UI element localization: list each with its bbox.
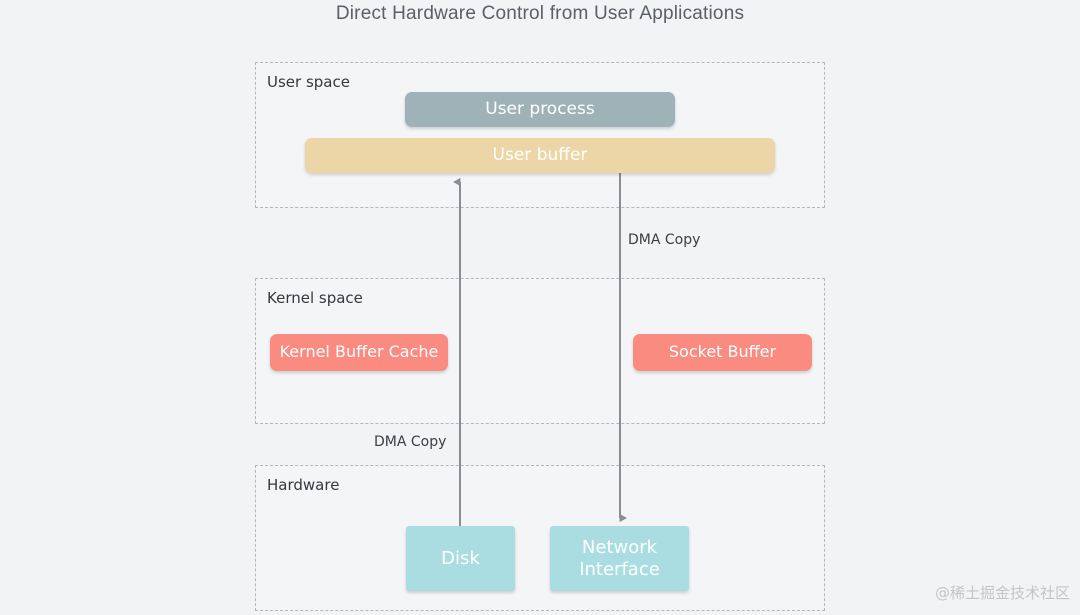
block-label-user-process: User process bbox=[485, 99, 595, 120]
block-user-process[interactable]: User process bbox=[405, 92, 675, 127]
block-kernel-buffer-cache[interactable]: Kernel Buffer Cache bbox=[270, 334, 448, 371]
dma-copy-label-bottom: DMA Copy bbox=[374, 434, 447, 450]
zone-hardware: Hardware bbox=[255, 465, 825, 611]
dma-copy-label-top: DMA Copy bbox=[628, 232, 701, 248]
zone-label-kernel-space: Kernel space bbox=[267, 289, 363, 307]
page-title: Direct Hardware Control from User Applic… bbox=[335, 3, 745, 24]
block-label-network-interface-line2: Interface bbox=[579, 558, 660, 580]
block-label-user-buffer: User buffer bbox=[492, 145, 588, 166]
block-socket-buffer[interactable]: Socket Buffer bbox=[633, 334, 812, 371]
block-label-disk: Disk bbox=[441, 547, 480, 569]
block-label-kernel-buffer-cache: Kernel Buffer Cache bbox=[279, 342, 439, 362]
zone-label-hardware: Hardware bbox=[267, 476, 340, 494]
block-network-interface[interactable]: Network Interface bbox=[550, 526, 689, 591]
zone-label-user-space: User space bbox=[267, 73, 350, 91]
block-label-network-interface: Network Interface bbox=[579, 537, 660, 579]
zone-user-space: User space bbox=[255, 62, 825, 208]
block-user-buffer[interactable]: User buffer bbox=[305, 138, 775, 173]
watermark: @稀土掘金技术社区 bbox=[934, 584, 1070, 602]
block-label-network-interface-line1: Network bbox=[581, 537, 658, 559]
block-label-socket-buffer: Socket Buffer bbox=[668, 342, 777, 362]
block-disk[interactable]: Disk bbox=[406, 526, 515, 591]
